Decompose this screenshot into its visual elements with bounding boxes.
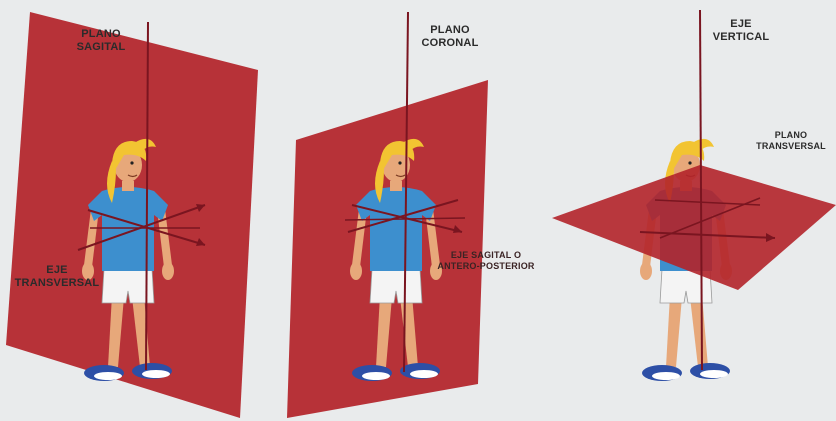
panel-transverse — [552, 10, 836, 381]
panel-coronal — [287, 12, 488, 418]
label-plano-sagital-line1: PLANO — [66, 28, 136, 41]
label-eje-transversal-line1: EJE — [8, 264, 106, 277]
label-eje-sagital: EJE SAGITAL O ANTERO-POSTERIOR — [426, 250, 546, 272]
label-plano-sagital-line2: SAGITAL — [66, 41, 136, 54]
label-plano-transversal-line2: TRANSVERSAL — [748, 141, 834, 152]
label-plano-sagital: PLANO SAGITAL — [66, 28, 136, 54]
label-eje-vertical-line2: VERTICAL — [708, 31, 774, 44]
label-plano-transversal: PLANO TRANSVERSAL — [748, 130, 834, 152]
label-eje-vertical-line1: EJE — [708, 18, 774, 31]
label-eje-sagital-line1: EJE SAGITAL O — [426, 250, 546, 261]
label-plano-coronal: PLANO CORONAL — [414, 24, 486, 50]
label-plano-coronal-line2: CORONAL — [414, 37, 486, 50]
label-plano-transversal-line1: PLANO — [748, 130, 834, 141]
label-eje-transversal-line2: TRANSVERSAL — [8, 277, 106, 290]
label-eje-vertical: EJE VERTICAL — [708, 18, 774, 44]
label-plano-coronal-line1: PLANO — [414, 24, 486, 37]
panel-sagittal — [6, 12, 258, 418]
label-eje-transversal: EJE TRANSVERSAL — [8, 264, 106, 290]
label-eje-sagital-line2: ANTERO-POSTERIOR — [426, 261, 546, 272]
